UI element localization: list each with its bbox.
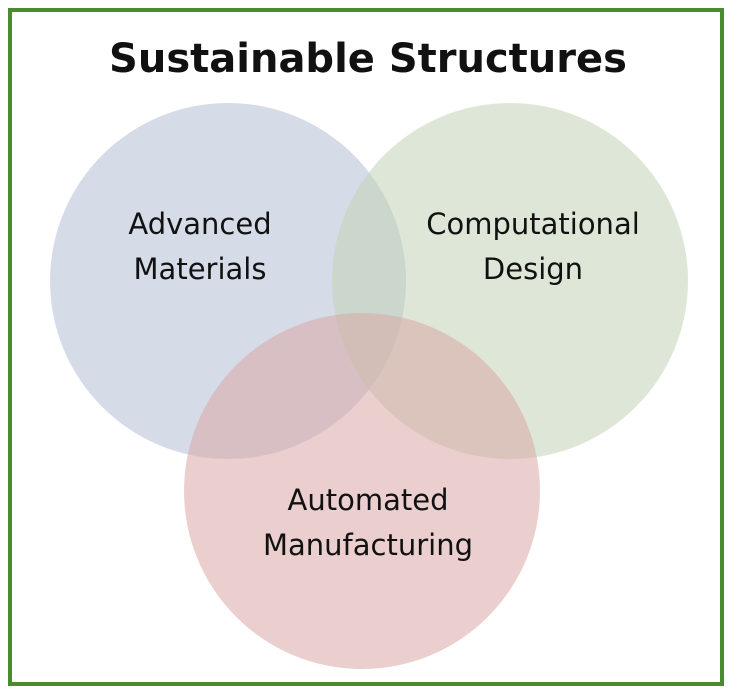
label-advanced-line2: Materials (134, 252, 267, 286)
circle-automated-manufacturing (184, 313, 540, 669)
label-computational-line2: Design (483, 252, 583, 286)
label-advanced-line1: Advanced (128, 207, 271, 241)
label-computational-line1: Computational (426, 207, 640, 241)
label-automated-line1: Automated (288, 483, 449, 517)
label-automated-line2: Manufacturing (263, 528, 473, 562)
diagram-title: Sustainable Structures (109, 36, 627, 82)
